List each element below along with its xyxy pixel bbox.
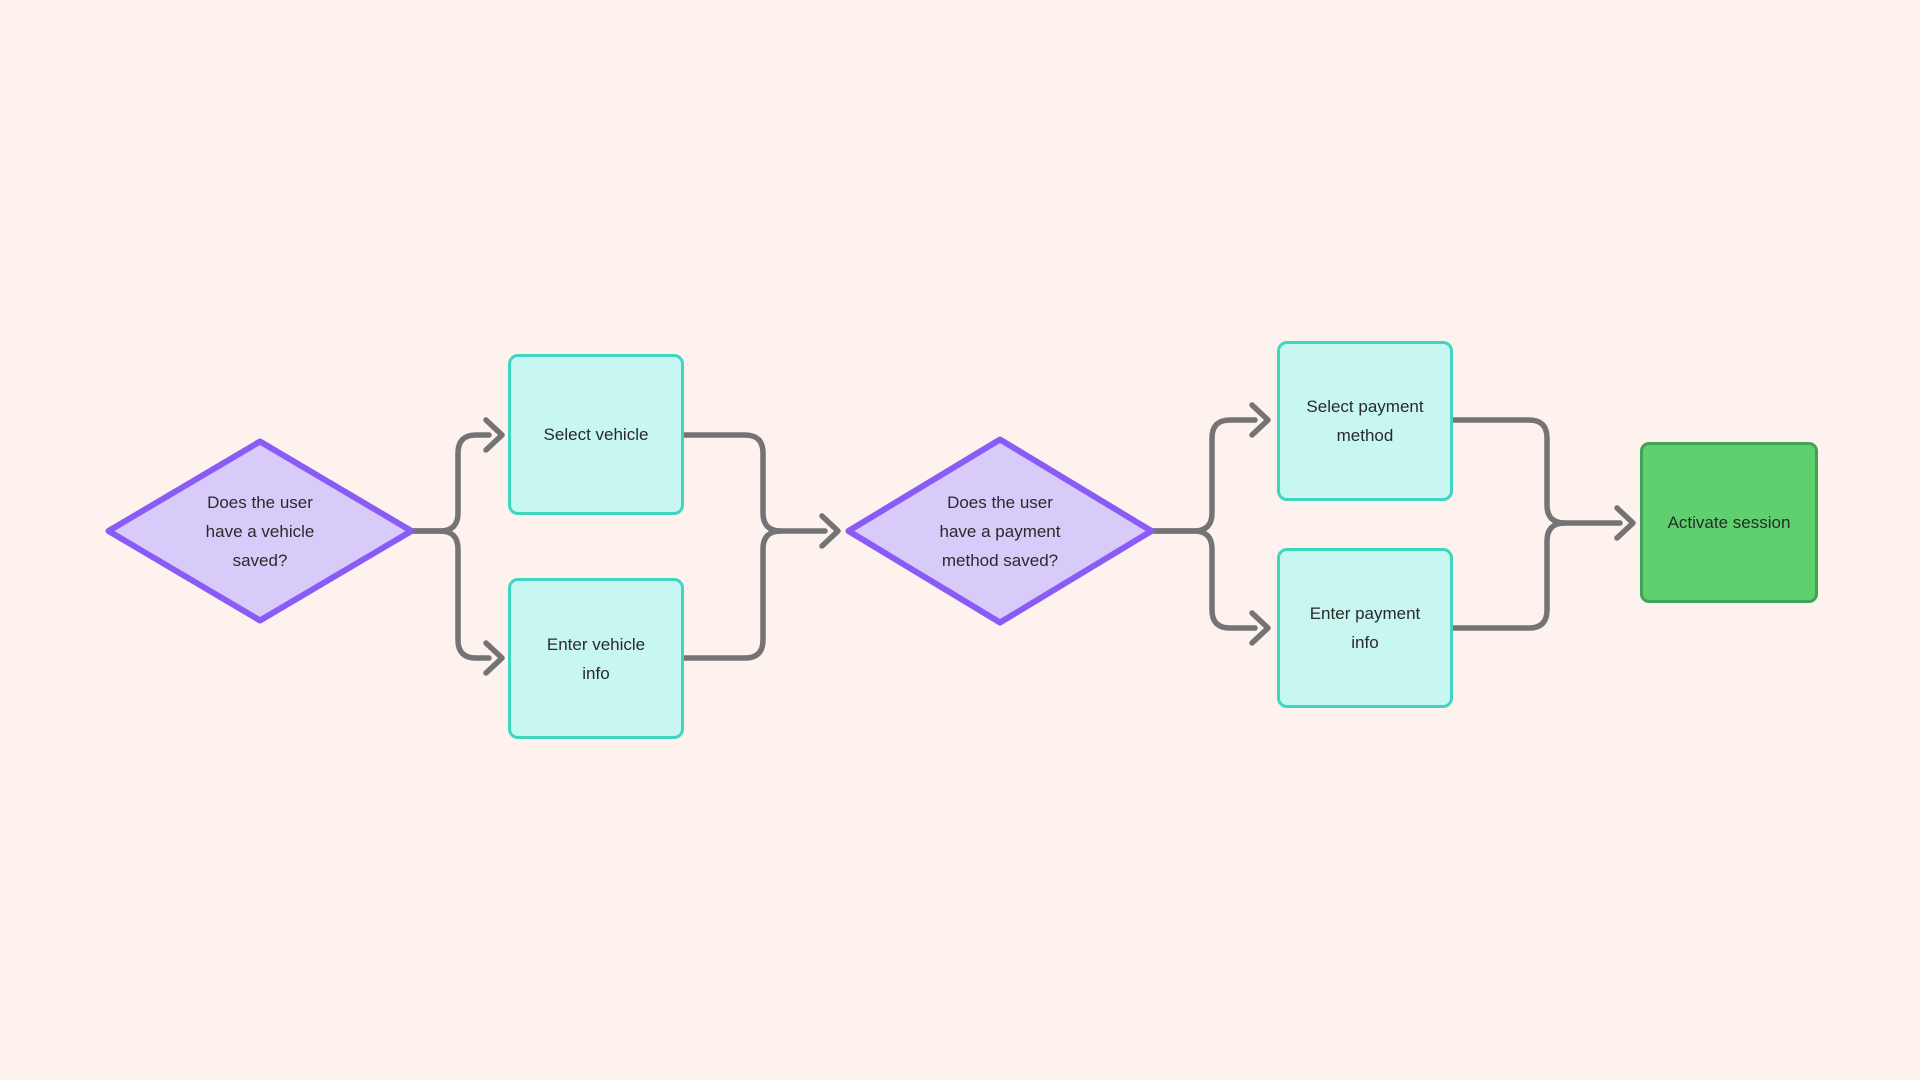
- node-label: Enter vehicle info: [546, 634, 646, 683]
- edge-payment-decision-to-enter-payment-info[interactable]: [1149, 528, 1271, 646]
- node-label: Does the user have a vehicle saved?: [205, 492, 315, 570]
- arrowhead-icon: [1249, 402, 1271, 438]
- process-node-select-payment-method[interactable]: Select payment method: [1277, 341, 1453, 501]
- node-label: Activate session: [1667, 513, 1791, 532]
- connector-line: [1149, 417, 1258, 534]
- node-label: Enter payment info: [1309, 604, 1421, 652]
- edge-enter-payment-info-to-activate-session[interactable]: [1450, 520, 1568, 631]
- edge-vehicle-decision-to-select-vehicle[interactable]: [410, 417, 505, 534]
- edge-vehicle-decision-to-enter-vehicle-info[interactable]: [410, 528, 505, 676]
- connector-line: [681, 432, 828, 534]
- arrowhead-icon: [483, 417, 505, 453]
- connector-line: [1450, 520, 1568, 631]
- edge-select-payment-method-to-activate-session[interactable]: [1450, 417, 1636, 541]
- arrowhead-icon: [1614, 505, 1636, 541]
- edge-select-vehicle-to-payment-decision[interactable]: [681, 432, 841, 549]
- process-node-enter-vehicle-info[interactable]: Enter vehicle info: [508, 578, 684, 739]
- decision-node-vehicle-saved[interactable]: Does the user have a vehicle saved?: [105, 438, 415, 624]
- diamond-shape: [105, 438, 415, 624]
- process-node-select-vehicle[interactable]: Select vehicle: [508, 354, 684, 515]
- edge-payment-decision-to-select-payment-method[interactable]: [1149, 402, 1271, 534]
- connector-line: [681, 528, 784, 661]
- process-node-enter-payment-info[interactable]: Enter payment info: [1277, 548, 1453, 708]
- arrowhead-icon: [483, 640, 505, 676]
- arrowhead-icon: [1249, 610, 1271, 646]
- node-label: Does the user have a payment method save…: [939, 492, 1061, 570]
- connector-line: [1450, 417, 1623, 526]
- terminal-node-activate-session[interactable]: Activate session: [1640, 442, 1818, 603]
- node-label: Select vehicle: [543, 425, 649, 444]
- diamond-shape: [845, 436, 1155, 626]
- node-label: Select payment method: [1306, 397, 1424, 445]
- edge-enter-vehicle-info-to-payment-decision[interactable]: [681, 528, 784, 661]
- connector-line: [410, 528, 492, 661]
- arrowhead-icon: [819, 513, 841, 549]
- decision-node-payment-method-saved[interactable]: Does the user have a payment method save…: [845, 436, 1155, 626]
- connector-line: [410, 432, 492, 534]
- connector-line: [1149, 528, 1258, 631]
